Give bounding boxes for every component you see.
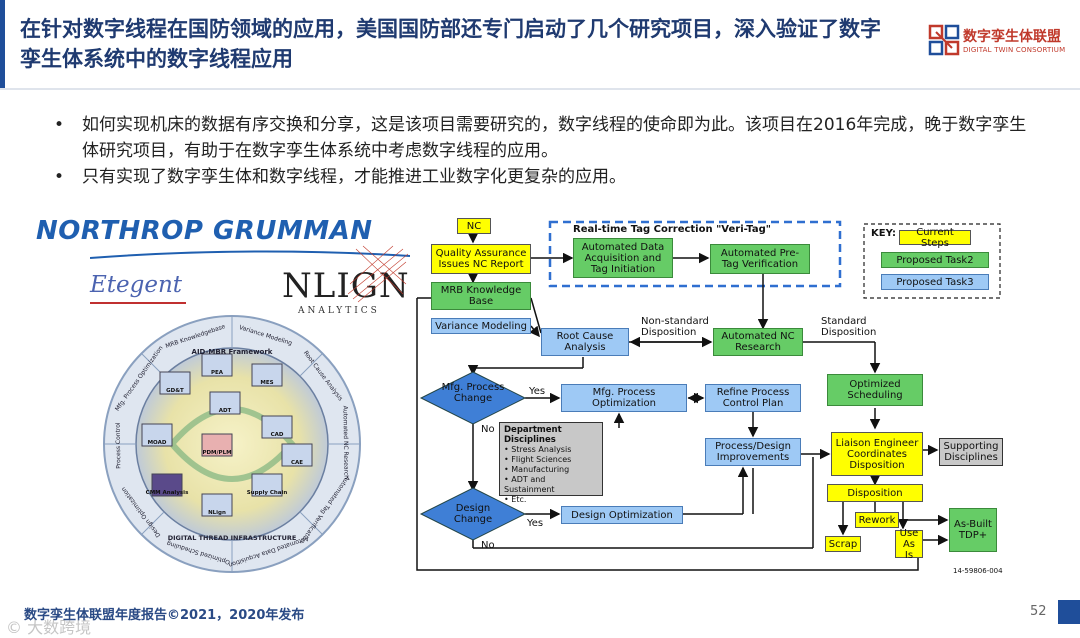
variance-modeling-box: Variance Modeling	[431, 318, 531, 334]
consortium-logo: 数字孪生体联盟 DIGITAL TWIN CONSORTIUM	[928, 22, 1068, 68]
bullet-item: • 如何实现机床的数据有序交换和分享，这是该项目需要研究的，数字线程的使命即为此…	[48, 112, 1038, 164]
wheel-node-label: ADT	[219, 408, 232, 414]
key-title: KEY:	[871, 228, 896, 239]
automated-nc-box: Automated NC Research	[713, 328, 803, 356]
as-built-tdp-box: As-Built TDP+	[949, 508, 997, 552]
mrb-knowledge-box: MRB Knowledge Base	[431, 282, 531, 310]
refine-process-box: Refine Process Control Plan	[705, 384, 801, 412]
scrap-box: Scrap	[825, 536, 861, 552]
nlign-logo: NLIGN	[282, 266, 410, 306]
bullet-text: 如何实现机床的数据有序交换和分享，这是该项目需要研究的，数字线程的使命即为此。该…	[82, 115, 1027, 161]
consortium-logo-icon	[928, 24, 960, 56]
key-proposed-task2: Proposed Task2	[881, 252, 989, 268]
disposition-box: Disposition	[827, 484, 923, 502]
wheel-node-label: CMM Analysis	[146, 490, 189, 496]
wheel-framework-label: AID-MBR Framework	[192, 348, 273, 356]
root-cause-box: Root Cause Analysis	[541, 328, 629, 356]
quality-assurance-box: Quality Assurance Issues NC Report	[431, 244, 531, 274]
footer-source: 数字孪生体联盟年度报告©2021，2020年发布	[24, 608, 305, 623]
wheel-node-label: CAD	[271, 432, 284, 438]
mfg-optimization-box: Mfg. Process Optimization	[561, 384, 687, 412]
wheel-infrastructure-label: DIGITAL THREAD INFRASTRUCTURE	[168, 534, 297, 542]
page-tab-marker	[1058, 600, 1080, 624]
bullet-text: 只有实现了数字孪生体和数字线程，才能推进工业数字化更复杂的应用。	[82, 167, 626, 187]
department-item: • ADT and Sustainment	[504, 475, 555, 494]
wheel-node-label: PEA	[211, 370, 224, 376]
northrop-swoosh-icon	[90, 250, 410, 259]
wheel-node-label: CAE	[291, 460, 303, 466]
auto-data-acquisition-box: Automated Data Acquisition and Tag Initi…	[573, 238, 673, 278]
etegent-logo: Etegent	[90, 272, 183, 298]
department-disciplines-box: Department Disciplines • Stress Analysis…	[499, 422, 603, 504]
standard-label: Standard Disposition	[821, 316, 877, 338]
bullet-dot-icon: •	[54, 167, 65, 187]
use-as-is-box: Use As Is	[895, 528, 923, 561]
flow-connectors	[416, 220, 1001, 571]
nonstandard-label: Non-standard Disposition	[641, 316, 709, 338]
wheel-node-label: MES	[260, 380, 273, 386]
yes-label-1: Yes	[529, 386, 546, 397]
supporting-disciplines-box: Supporting Disciplines	[939, 438, 1003, 466]
veri-tag-title: Real-time Tag Correction "Veri-Tag"	[573, 224, 771, 235]
wheel-node-label: NLign	[208, 510, 226, 516]
process-design-improvements-box: Process/Design Improvements	[705, 438, 801, 466]
mfg-change-label: Mfg. Process Change	[441, 382, 505, 404]
nc-box: NC	[457, 218, 491, 234]
wheel-node-label: PDM/PLM	[202, 450, 231, 456]
department-item: • Etc.	[504, 495, 527, 504]
key-current-steps: Current Steps	[899, 227, 971, 249]
nlign-subtitle: ANALYTICS	[298, 306, 380, 316]
optimized-scheduling-box: Optimized Scheduling	[827, 374, 923, 406]
consortium-name-cn: 数字孪生体联盟	[963, 29, 1061, 45]
slide-title: 在针对数字线程在国防领域的应用，美国国防部还专门启动了几个研究项目，深入验证了数…	[20, 17, 881, 71]
diagram-doc-id: 14-59806-004	[953, 567, 1003, 575]
department-item: • Stress Analysis	[504, 445, 572, 454]
liaison-engineer-box: Liaison Engineer Coordinates Disposition	[831, 432, 923, 476]
no-label-2: No	[481, 540, 495, 551]
slide-header: 在针对数字线程在国防领域的应用，美国国防部还专门启动了几个研究项目，深入验证了数…	[0, 0, 1080, 88]
partner-logos-panel: NORTHROP GRUMMAN Etegent NLIGN ANALYTICS	[30, 210, 410, 580]
wheel-node-label: MOAD	[148, 440, 167, 446]
consortium-name-en: DIGITAL TWIN CONSORTIUM	[963, 46, 1066, 54]
wheel-segment-label: Process Control	[115, 422, 123, 469]
page-number: 52	[1030, 604, 1047, 619]
nlign-mesh-icon	[348, 245, 408, 303]
watermark-text: © 大数跨境	[6, 618, 92, 637]
header-accent-bar	[0, 0, 5, 88]
yes-label-2: Yes	[527, 518, 544, 529]
bullet-list: • 如何实现机床的数据有序交换和分享，这是该项目需要研究的，数字线程的使命即为此…	[48, 112, 1038, 190]
northrop-grumman-logo: NORTHROP GRUMMAN	[36, 216, 373, 246]
etegent-underline	[90, 302, 186, 304]
department-item: • Flight Sciences	[504, 455, 572, 464]
bullet-dot-icon: •	[54, 115, 65, 135]
rework-box: Rework	[855, 512, 899, 528]
no-label-1: No	[481, 424, 495, 435]
header-divider	[0, 88, 1080, 90]
auto-pretag-box: Automated Pre-Tag Verification	[710, 244, 810, 274]
wheel-node-label: Supply Chain	[247, 490, 288, 496]
department-item: • Manufacturing	[504, 465, 570, 474]
key-proposed-task3: Proposed Task3	[881, 274, 989, 290]
wheel-segment-label: Automated NC Research	[341, 406, 349, 480]
design-change-label: Design Change	[453, 503, 493, 525]
department-title: Department Disciplines	[504, 425, 562, 445]
bullet-item: • 只有实现了数字孪生体和数字线程，才能推进工业数字化更复杂的应用。	[48, 164, 1038, 190]
design-optimization-box: Design Optimization	[561, 506, 683, 524]
digital-thread-flow-diagram: NC Quality Assurance Issues NC Report Re…	[413, 212, 1013, 577]
wheel-node-label: GD&T	[166, 388, 184, 394]
